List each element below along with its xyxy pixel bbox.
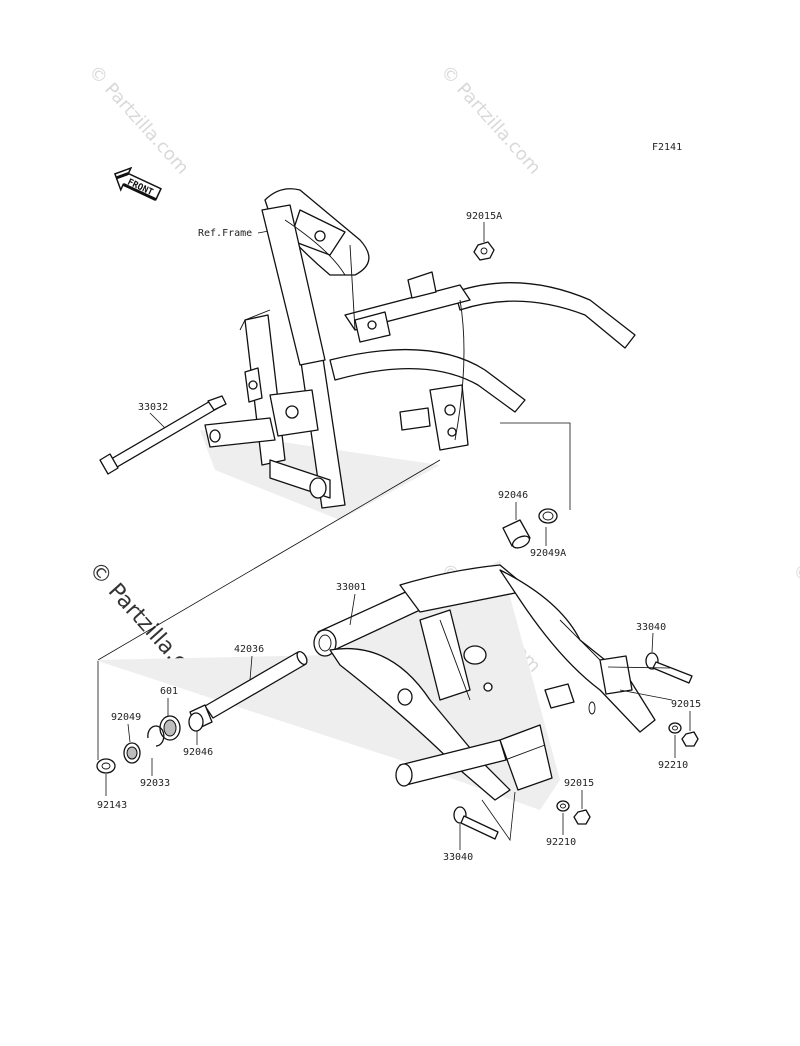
part-label-33001: 33001 [336, 582, 366, 593]
leader-92049 [127, 723, 131, 743]
nut-92015-bottom [573, 809, 591, 825]
part-label-92033: 92033 [140, 778, 170, 789]
watermark-top-mid: © Partzilla.com [436, 61, 545, 178]
bearing-92046-top [502, 519, 531, 549]
leader-33032 [149, 412, 166, 429]
bolt-33040-bottom [453, 806, 499, 840]
collar-42036 [204, 650, 308, 719]
part-label-601: 601 [160, 686, 178, 697]
part-label-92046-bottom: 92046 [183, 747, 213, 758]
part-label-33040-right: 33040 [636, 622, 666, 633]
part-label-33040-bottom: 33040 [443, 852, 473, 863]
nut-92015A [473, 241, 495, 261]
leader-33040-right-group [607, 666, 673, 701]
part-label-92210-right: 92210 [658, 760, 688, 771]
bolt-33040-right [645, 652, 693, 684]
watermark-top-left: © Partzilla.com [84, 61, 193, 178]
collar-92143 [96, 758, 116, 774]
part-label-92210-bottom: 92210 [546, 837, 576, 848]
ref-frame-label: Ref.Frame [198, 228, 252, 239]
part-label-92049: 92049 [111, 712, 141, 723]
bearing-92046-bottom [188, 704, 213, 732]
seal-92049 [123, 742, 141, 764]
leader-33001 [349, 593, 356, 626]
watermark-right-edge: © Partzilla.com [788, 559, 800, 676]
nut-92015-right [681, 731, 699, 747]
swingarm-33001 [95, 560, 656, 810]
pivot-shaft-33032 [99, 395, 227, 475]
snap-ring-92033 [147, 725, 165, 747]
part-label-33032: 33032 [138, 402, 168, 413]
seal-92049A [538, 508, 558, 524]
front-arrow-icon: FRONT [113, 166, 162, 201]
leader-42036 [249, 655, 253, 681]
part-label-92015-bottom: 92015 [564, 778, 594, 789]
part-label-92049A: 92049A [530, 548, 566, 559]
leader-33040-right [651, 632, 654, 653]
washer-92210-right [668, 722, 682, 734]
bearing-601 [159, 715, 181, 741]
diagram-code: F2141 [652, 142, 682, 153]
frame-box-line-right [500, 422, 571, 510]
part-label-92046-top: 92046 [498, 490, 528, 501]
leader-33040-bottom-group [481, 791, 516, 842]
part-label-42036: 42036 [234, 644, 264, 655]
frame-assembly [200, 188, 636, 520]
frame-box-line-left [97, 459, 441, 661]
part-label-92015A: 92015A [466, 211, 502, 222]
part-label-92143: 92143 [97, 800, 127, 811]
part-label-92015-right: 92015 [671, 699, 701, 710]
washer-92210-bottom [556, 800, 570, 812]
